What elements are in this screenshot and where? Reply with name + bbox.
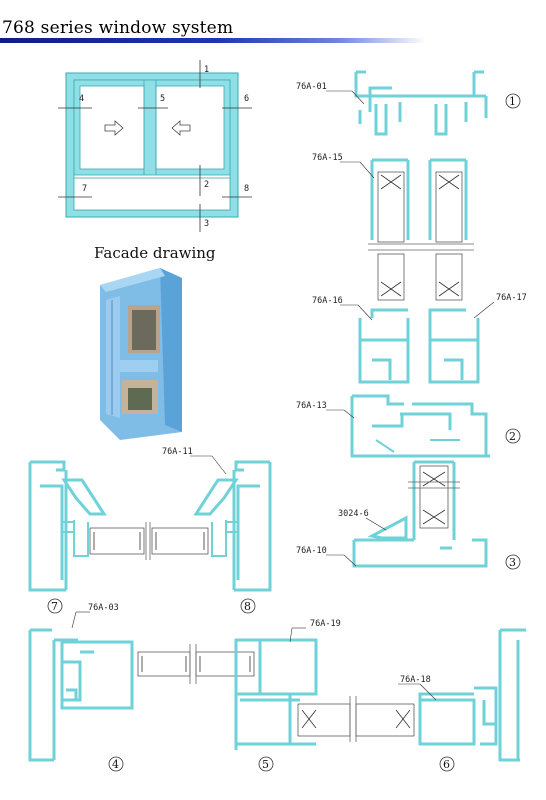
section-7-8 (28, 460, 272, 592)
section-circle-8: 8 (240, 598, 256, 614)
section-mark-5: 5 (160, 94, 165, 104)
profile-label-76A-11: 76A-11 (162, 447, 193, 457)
profile-label-3024-6: 3024-6 (338, 509, 369, 519)
page-title: 768 series window system (2, 18, 234, 38)
section-circle-7: 7 (47, 598, 63, 614)
section-circle-3: 3 (505, 554, 521, 570)
vertical-section (350, 70, 490, 568)
section-mark-3: 3 (204, 219, 209, 229)
profile-label-76A-17: 76A-17 (496, 293, 527, 303)
arrow-left-icon (171, 120, 191, 136)
profile-label-76A-03: 76A-03 (88, 603, 119, 613)
profile-label-76A-13: 76A-13 (296, 401, 327, 411)
section-4-5-6 (28, 628, 526, 762)
profile-label-76A-16: 76A-16 (312, 296, 343, 306)
profile-label-76A-19: 76A-19 (310, 619, 341, 629)
section-mark-6: 6 (244, 94, 249, 104)
window-elevation: 1 2 3 4 5 6 7 8 (58, 60, 252, 232)
svg-text:1: 1 (509, 95, 516, 108)
section-mark-1: 1 (204, 65, 209, 75)
svg-text:4: 4 (112, 758, 119, 771)
section-mark-4: 4 (79, 94, 84, 104)
section-circle-5: 5 (258, 756, 274, 772)
profile-labels-7-8: 76A-11 (162, 447, 227, 475)
section-mark-7: 7 (82, 184, 87, 194)
svg-text:2: 2 (509, 430, 516, 443)
profile-labels-4-6: 76A-03 76A-19 76A-18 (71, 603, 437, 701)
profile-label-76A-01: 76A-01 (296, 82, 327, 92)
svg-text:7: 7 (51, 600, 58, 613)
svg-text:3: 3 (509, 556, 516, 569)
section-mark-8: 8 (244, 184, 249, 194)
section-circle-6: 6 (439, 756, 455, 772)
section-mark-2: 2 (204, 180, 209, 190)
header-gradient-bar (0, 38, 546, 43)
profile-label-76A-18: 76A-18 (400, 675, 431, 685)
section-circle-2: 2 (505, 428, 521, 444)
svg-text:6: 6 (443, 758, 450, 771)
section-circle-4: 4 (108, 756, 124, 772)
section-circle-1: 1 (505, 93, 521, 109)
profile-3d-render (100, 268, 182, 440)
profile-label-76A-15: 76A-15 (312, 153, 343, 163)
profile-label-76A-10: 76A-10 (296, 546, 327, 556)
arrow-right-icon (104, 120, 124, 136)
profile-labels-right: 76A-01 76A-15 76A-16 76A-17 76A-13 3024-… (296, 82, 527, 567)
svg-text:8: 8 (244, 600, 251, 613)
facade-caption: Facade drawing (94, 244, 216, 262)
header: 768 series window system (0, 0, 546, 43)
svg-text:5: 5 (262, 758, 269, 771)
